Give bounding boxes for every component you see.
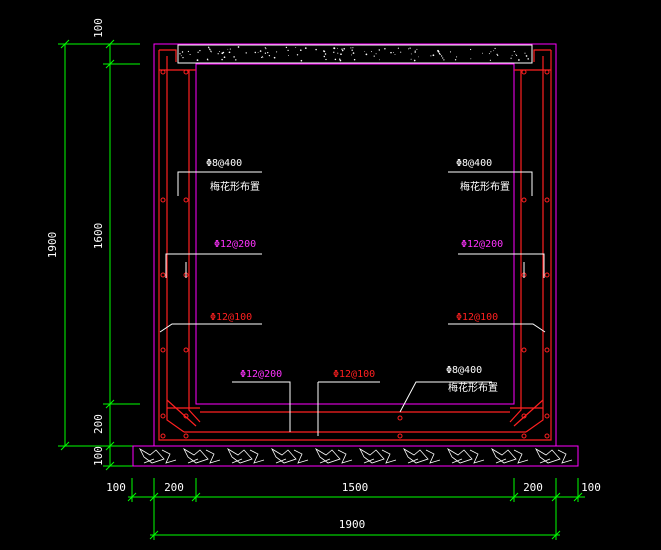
base-slab-hatch: [139, 447, 573, 464]
label-left-dist: Φ8@400: [206, 158, 242, 169]
dim-bottom-right-200: 200: [523, 481, 543, 494]
dim-left-bottom: 200: [92, 414, 105, 434]
label-right-dist-note: 梅花形布置: [460, 180, 510, 193]
dimension-text-group: 1900 100 1600 200 100 100 200 1500 200 1…: [46, 18, 601, 531]
label-bottom-left: Φ12@200: [240, 369, 282, 380]
label-right-dist: Φ8@400: [456, 158, 492, 169]
label-bottom-dist: Φ8@400: [446, 365, 482, 376]
label-bottom-mid: Φ12@100: [333, 369, 375, 380]
dim-bottom-left-200: 200: [164, 481, 184, 494]
label-left-vert: Φ12@200: [214, 239, 256, 250]
label-left-haunch: Φ12@100: [210, 312, 252, 323]
dim-left-mid: 1600: [92, 223, 105, 250]
rebar-label-group: Φ8@400 梅花形布置 Φ8@400 梅花形布置 Φ12@200 Φ12@20…: [206, 158, 510, 394]
label-left-dist-note: 梅花形布置: [210, 180, 260, 193]
rebar-group: [158, 49, 552, 441]
dim-bottom-left-100: 100: [106, 481, 126, 494]
dim-left-outer: 1900: [46, 232, 59, 259]
label-right-haunch: Φ12@100: [456, 312, 498, 323]
label-right-vert: Φ12@200: [461, 239, 503, 250]
top-slab: [177, 44, 533, 64]
label-bottom-dist-note: 梅花形布置: [448, 381, 498, 394]
dim-left-top: 100: [92, 18, 105, 38]
dimension-group: [58, 39, 585, 540]
dim-bottom-total: 1900: [339, 518, 366, 531]
dim-bottom-mid: 1500: [342, 481, 369, 494]
dim-bottom-right-100: 100: [581, 481, 601, 494]
leader-lines: [159, 171, 546, 436]
dim-left-base: 100: [92, 446, 105, 466]
wall-outline: [132, 43, 579, 467]
